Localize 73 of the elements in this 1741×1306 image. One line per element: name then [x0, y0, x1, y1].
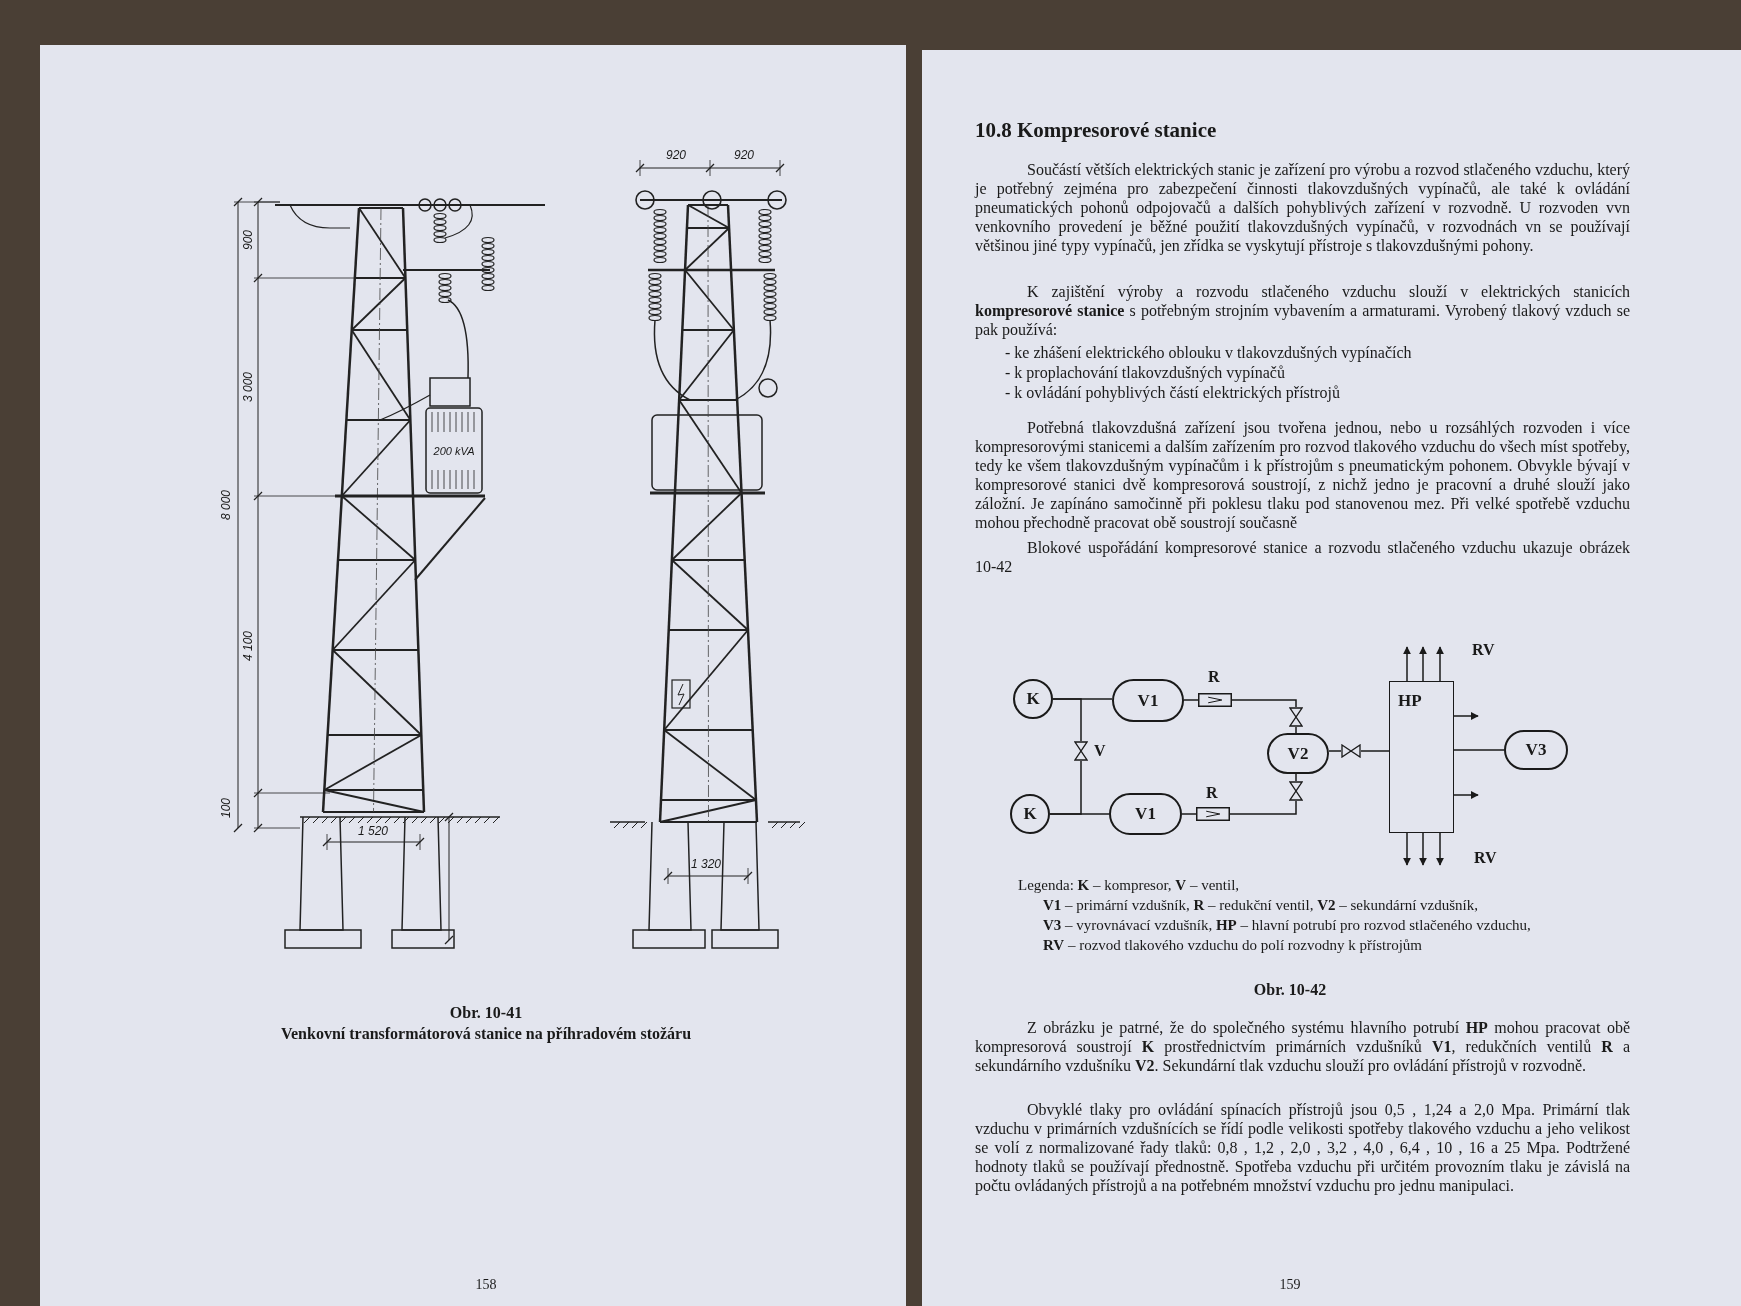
paragraph: Součástí větších elektrických stanic je zařízení pro výrobu a rozvod stlačeného vzduchu, který je potřebný zejména pro zabezpečení činnosti tlakovzdušných vypínačů, ale také k ovládání pneumatických pohonů odpojovačů a dalších pohyblivých zařízení v rozvodně. U rozvoden vvn venkovního provedení je běžné použití tlakovzdušných vypínačů, v rozvodnách vn se používají většinou jiné typy vypínačů, jen zřídka se vyskytují přístroje s tlakovzdušnými pohony.	[975, 160, 1630, 255]
air-tank-capsule	[1267, 733, 1329, 774]
valve-symbol	[1341, 744, 1361, 758]
pipe-line	[1231, 699, 1297, 708]
dimension-label: 920	[666, 148, 686, 162]
legend-text: V3 – vyrovnávací vzdušník, HP – hlavní potrubí pro rozvod stlačeného vzduchu,	[1043, 916, 1531, 935]
node-label: V1	[1135, 805, 1156, 823]
main-pipe-box	[1389, 681, 1454, 833]
pipe-line	[1229, 800, 1297, 815]
arrow	[1419, 832, 1427, 866]
section-heading: 10.8 Kompresorové stanice	[975, 118, 1217, 142]
paragraph: Blokové uspořádání kompresorové stanice a rozvodu stlačeného vzduchu ukazuje obrázek 10-42	[975, 538, 1630, 576]
legend-text: Legenda: K – kompresor, V – ventil,	[1018, 876, 1240, 895]
dimension-label: 100	[219, 798, 233, 818]
legend-text: RV – rozvod tlakového vzduchu do polí rozvodny k přístrojům	[1043, 936, 1422, 955]
arrow	[1436, 832, 1444, 866]
compressor-circle	[1013, 679, 1053, 719]
arrow	[1453, 712, 1479, 720]
node-label: K	[1026, 690, 1040, 708]
dimension-label: 8 000	[219, 490, 233, 520]
page-number: 158	[475, 1276, 497, 1294]
dimension-label: 1 320	[691, 857, 721, 871]
dimension-label: 1 520	[358, 824, 388, 838]
dimension-label: 3 000	[241, 372, 255, 402]
list-item: - k ovládání pohyblivých částí elektrických přístrojů	[1005, 383, 1341, 402]
pipe-line	[1295, 773, 1297, 782]
dimension-label: 900	[241, 230, 255, 250]
pipe-line	[1052, 698, 1082, 742]
paragraph: Obvyklé tlaky pro ovládání spínacích přístrojů jsou 0,5 , 1,24 a 2,0 Mpa. Primární tlak vzduchu v primárních vzdušnících se řídí podle velikosti spotřeby tlakového vzduchu a jeho velikost se volí z normalizované řady tlaků: 0,8 , 1,2 , 2,0 , 3,2 , 4,0 , 6,4 , 10 , 16 a 25 Mpa. Podtržené hodnoty tlaků se používají přednostně. Spotřeba vzduchu při určitém provozním tlaku je závislá na počtu ovládaných přístrojů a na potřebném množství vzduchu pro jednu manipulaci.	[975, 1100, 1630, 1195]
arrow	[1419, 646, 1427, 682]
valve-symbol	[1289, 781, 1303, 801]
pipe-line	[1453, 749, 1505, 751]
reducing-valve-symbol	[1196, 807, 1230, 821]
symbol-label: RV	[1472, 640, 1495, 659]
list-item: - ke zhášení elektrického oblouku v tlakovzdušných vypínačích	[1005, 343, 1412, 362]
pipe-line	[1181, 813, 1197, 815]
pipe-line	[1049, 813, 1110, 815]
symbol-label: RV	[1474, 848, 1497, 867]
air-tank-capsule	[1109, 793, 1182, 835]
arrow	[1403, 646, 1411, 682]
paragraph: Z obrázku je patrné, že do společného systému hlavního potrubí HP mohou pracovat obě kompresorová soustrojí K prostřednictvím primárních vzdušníků V1, redukčních ventilů R a sekundárního vzdušníku V2. Sekundární tlak vzduchu slouží pro ovládání přístrojů v rozvodně.	[975, 1018, 1630, 1075]
figure-number: Obr. 10-42	[1253, 980, 1327, 999]
symbol-label: V	[1094, 742, 1106, 759]
pipe-line	[1183, 699, 1199, 701]
reducing-valve-symbol	[1198, 693, 1232, 707]
valve-symbol	[1289, 707, 1303, 727]
dimension-label: 920	[734, 148, 754, 162]
node-label: V1	[1137, 691, 1159, 710]
arrow	[1436, 646, 1444, 682]
pipe-line	[1360, 750, 1390, 752]
legend-text: V1 – primární vzdušník, R – redukční ventil, V2 – sekundární vzdušník,	[1043, 896, 1478, 915]
paragraph: Potřebná tlakovzdušná zařízení jsou tvořena jednou, nebo u rozsáhlých rozvoden i více kompresorovými stanicemi a dalším zařízením pro rozvod tlakového vzduchu do všech míst spotřeby, tedy ke všem tlakovzdušným vypínačům i k přístrojům s pneumatickým pohonem. Obvykle bývají v kompresorové stanici dvě kompresorová soustrojí, z nichž jedno je pracovní a druhé slouží jako záložní. Je zapínáno samočinně při poklesu tlaku pod stanovenou mez. Při velké spotřebě vzduchu mohou přechodně pracovat obě soustrojí současně	[975, 418, 1630, 532]
air-tank-capsule	[1504, 730, 1568, 770]
dimension-label: 200 kVA	[433, 444, 475, 458]
node-label: HP	[1398, 692, 1422, 710]
figure-number: Obr. 10-41	[449, 1003, 523, 1022]
symbol-label: R	[1206, 784, 1218, 801]
air-tank-capsule	[1112, 679, 1184, 722]
node-label: V3	[1525, 741, 1547, 759]
valve-symbol	[1074, 741, 1088, 761]
arrow	[1453, 791, 1479, 799]
paragraph: K zajištění výroby a rozvodu stlačeného vzduchu slouží v elektrických stanicích kompresorové stanice s potřebným strojním vybavením a armaturami. Vyrobený tlakový vzduch se pak používá:	[975, 282, 1630, 339]
node-label: V2	[1287, 744, 1309, 763]
pipe-line	[1295, 726, 1297, 734]
node-label: K	[1023, 805, 1037, 823]
list-item: - k proplachování tlakovzdušných vypínačů	[1005, 363, 1285, 382]
page-number: 159	[1279, 1276, 1301, 1294]
symbol-label: R	[1208, 668, 1220, 685]
dimension-label: 4 100	[241, 631, 255, 661]
pipe-line	[1328, 750, 1342, 752]
arrow	[1403, 832, 1411, 866]
figure-caption: Venkovní transformátorová stanice na příhradovém stožáru	[280, 1024, 692, 1043]
compressor-circle	[1010, 794, 1050, 834]
